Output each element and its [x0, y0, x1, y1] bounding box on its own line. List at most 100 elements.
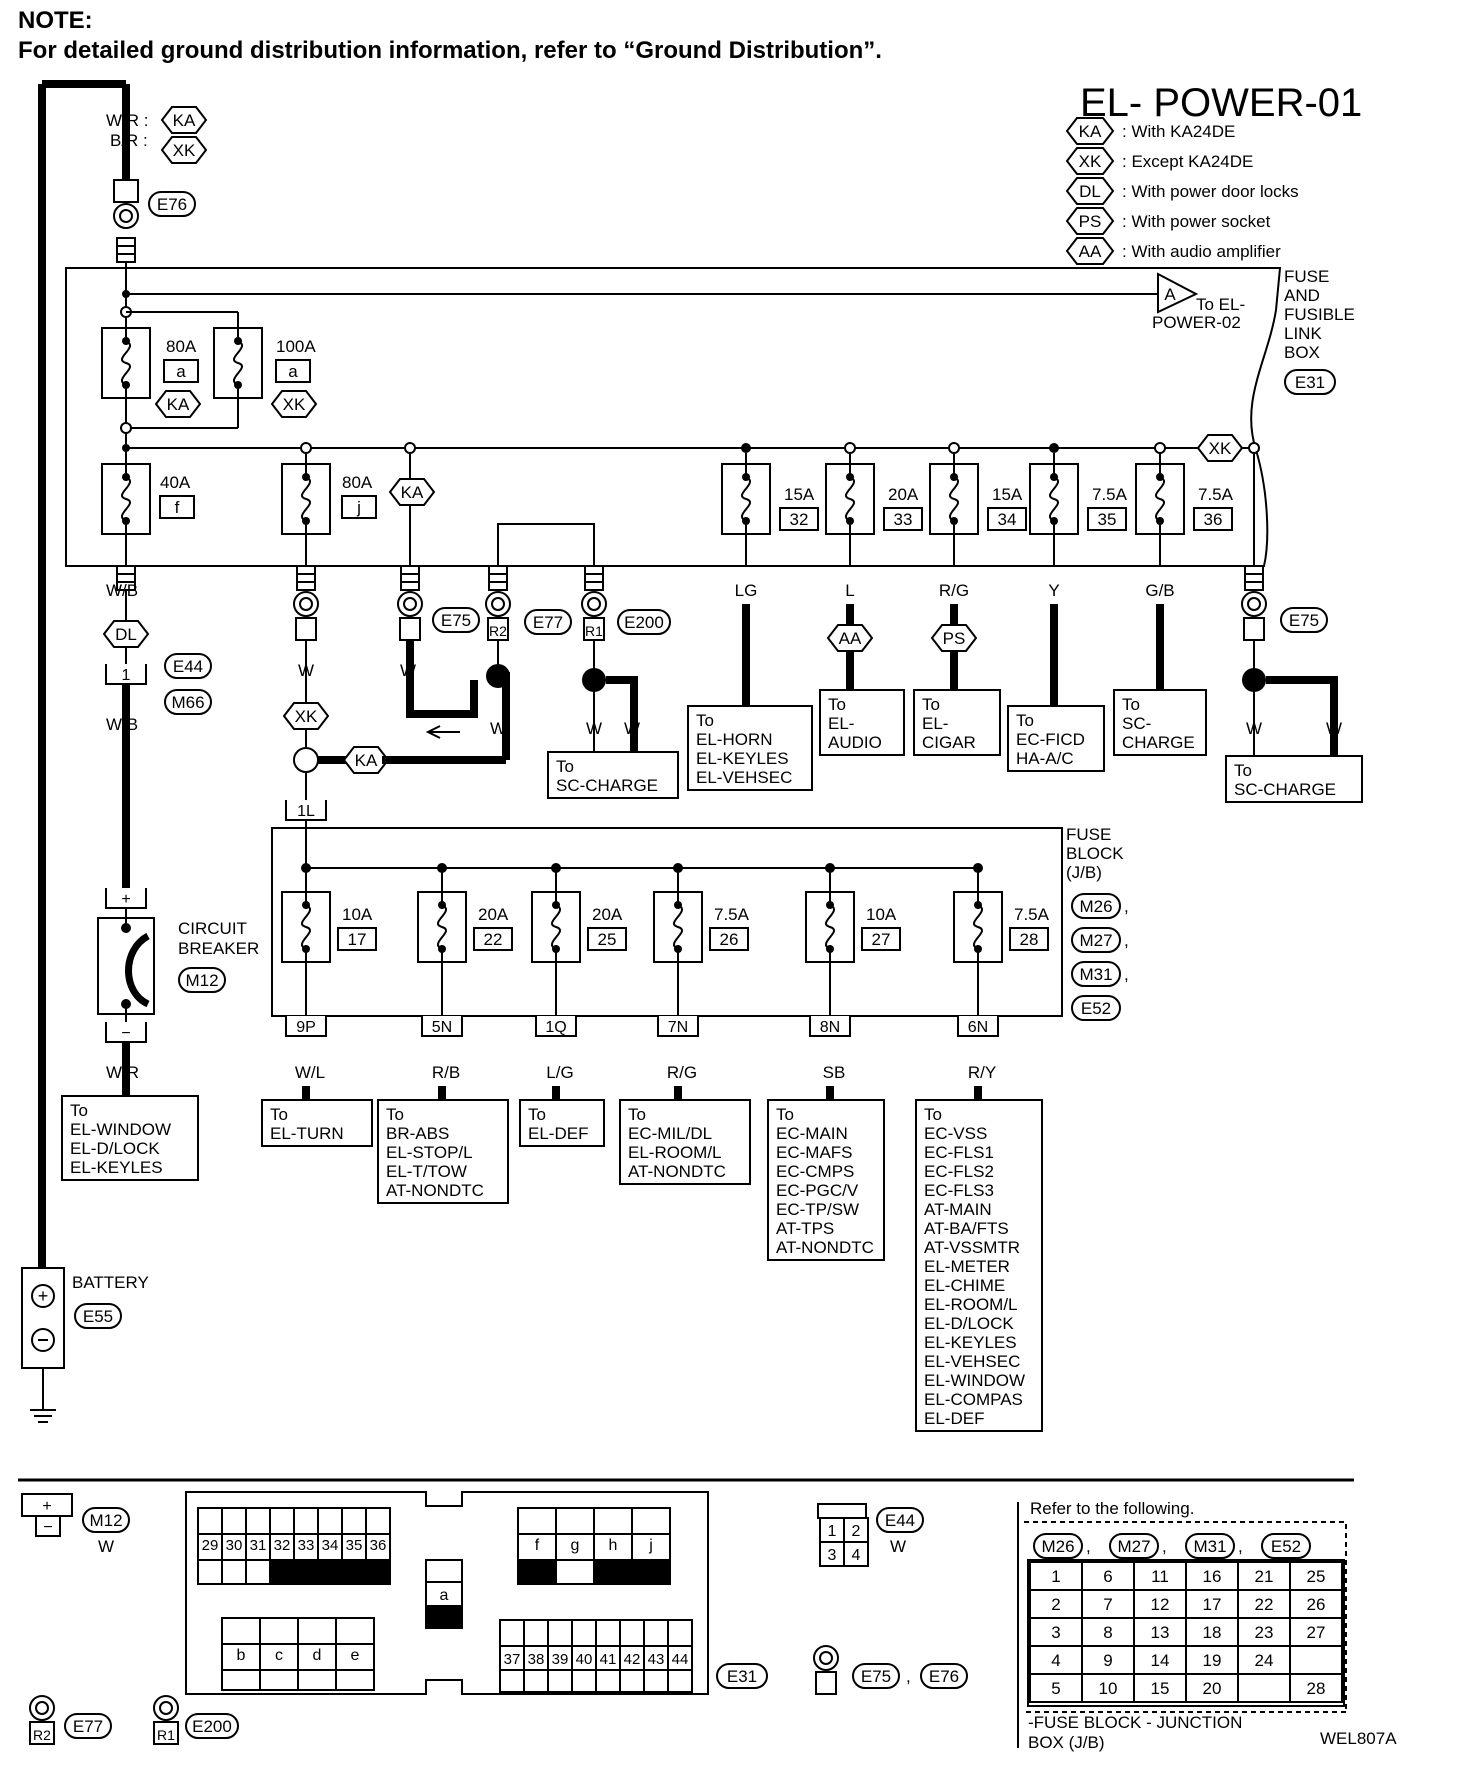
option-badge-xk: [1196, 434, 1244, 462]
battery-positive: [31, 1284, 55, 1308]
jb-ref-connector-m26-label: M26: [1041, 1537, 1074, 1556]
to-power02-arrow: [1157, 272, 1199, 314]
connector-m27: [1071, 927, 1121, 953]
fuse-amp: 15A: [784, 485, 815, 504]
e31-cell: [221, 1643, 261, 1671]
jb-grid-number: 25: [1307, 1567, 1326, 1586]
battery-label: BATTERY: [72, 1273, 149, 1292]
e77-ring-body: [29, 1721, 55, 1745]
wire-color: L: [845, 581, 854, 600]
e31-cell: [667, 1669, 693, 1693]
destination-sc-charge-1: [1113, 689, 1207, 756]
destination-22-text: To: [386, 1105, 404, 1124]
jb-grid-cell: [1029, 1673, 1083, 1703]
connector-e44: [164, 653, 212, 679]
e31-cell: [197, 1559, 223, 1585]
diagram-title: EL- POWER-01: [1080, 81, 1362, 125]
fuse-amp: 20A: [888, 485, 919, 504]
battery-body: [21, 1267, 65, 1369]
e31-cell-number: 42: [624, 1651, 641, 1668]
destination-17-text: To: [270, 1105, 288, 1124]
connector-r1-view: R1: [157, 1727, 175, 1743]
option-badge-xk: [160, 136, 208, 164]
fuse-22-element: [437, 892, 447, 962]
connector-ring: [299, 597, 313, 611]
fuse-27-element: [825, 892, 835, 962]
e31-cell: [221, 1507, 247, 1535]
jb-grid-number: 3: [1051, 1623, 1060, 1642]
connector-m31-label: M31: [1079, 965, 1112, 984]
e44-cell-number: 2: [852, 1523, 861, 1540]
fusible-link-80a-j-terminal: [302, 473, 310, 481]
e31-cell: [259, 1669, 299, 1691]
fuse-26-terminal: [674, 945, 682, 953]
e31-cell: [667, 1619, 693, 1647]
battery-positive-sign: +: [38, 1286, 49, 1306]
e31-cell-number: 43: [648, 1651, 665, 1668]
wire-thick: [1266, 676, 1338, 756]
e31-cell-letter: b: [237, 1647, 246, 1664]
fuse-amp: 7.5A: [714, 905, 750, 924]
wire-color-w: W: [890, 1537, 906, 1556]
fuse-number: 22: [484, 930, 503, 949]
connector-m12-label: M12: [185, 971, 218, 990]
circuit-breaker-label: CIRCUIT: [178, 919, 247, 938]
destination-audio-text: To: [828, 695, 846, 714]
e31-cell: [631, 1533, 671, 1561]
e31-cell: [643, 1669, 669, 1693]
connector-e75: [432, 607, 480, 633]
harness-connector: [488, 565, 508, 591]
destination-cigar: [913, 689, 1001, 756]
fusible-link-letter: a: [176, 362, 186, 381]
destination-sc-charge-right-text: To: [1234, 761, 1252, 780]
fuse-amp: 7.5A: [1092, 485, 1128, 504]
e31-cell-filled: [341, 1559, 367, 1585]
wire-thick: [606, 676, 638, 752]
legend-desc: : With power door locks: [1122, 182, 1299, 201]
e31-cell-number: 34: [322, 1537, 339, 1554]
option-badge-ka-label: KA: [173, 111, 196, 130]
destination-22-text: EL-T/TOW: [386, 1162, 467, 1181]
fuse-number-box: [473, 927, 513, 951]
jb-grid-number: 27: [1307, 1623, 1326, 1642]
fuse-28-terminal: [974, 945, 982, 953]
wire-color-wr: W/R: [106, 1063, 139, 1082]
destination-27: [767, 1099, 885, 1261]
jb-grid-number: 16: [1203, 1567, 1222, 1586]
connector-e55: [74, 1303, 122, 1329]
fuse-34-terminal: [950, 517, 958, 525]
destination-window-text: EL-WINDOW: [70, 1120, 171, 1139]
jb-grid-number: 4: [1051, 1651, 1060, 1670]
jb-grid-number: 5: [1051, 1679, 1060, 1698]
separator: ,: [1124, 965, 1129, 984]
e75-connector: [403, 597, 417, 611]
e75-e76-ring-view: [819, 1651, 833, 1665]
e200-ring-view: [159, 1701, 173, 1715]
separator: ,: [1086, 1537, 1091, 1556]
connector-e76-label: E76: [157, 195, 187, 214]
fuse-32-element: [741, 464, 751, 534]
destination-26: [619, 1099, 751, 1185]
jb-grid-number: 21: [1255, 1567, 1274, 1586]
option-badge-ka: [160, 106, 208, 134]
destination-sc-charge-1-text: To: [1122, 695, 1140, 714]
connector-m66-label: M66: [171, 693, 204, 712]
fusible-link-100a-element: [233, 328, 243, 398]
connector-e31-view: [716, 1663, 768, 1689]
e31-cell-filled: [317, 1559, 343, 1585]
e31-cell-number: 36: [370, 1537, 387, 1554]
connector-m66: [164, 689, 212, 715]
fuse-22-terminal: [438, 945, 446, 953]
e75-e76-ring-view-body: [815, 1671, 837, 1695]
e31-cell-number: 35: [346, 1537, 363, 1554]
destination-ficd-text: To: [1016, 711, 1034, 730]
option-badge-xk-label: XK: [283, 395, 306, 414]
connector-1q-label: 1Q: [545, 1019, 566, 1036]
e31-cell-letter: j: [648, 1537, 653, 1554]
destination-sc-charge-right-text: SC-CHARGE: [1234, 780, 1336, 799]
fuse-number: 32: [790, 510, 809, 529]
wire-color: L/G: [546, 1063, 573, 1082]
fuse-27-terminal: [826, 945, 834, 953]
harness-connector: [296, 565, 316, 591]
connector-e75-label: E75: [1289, 611, 1319, 630]
